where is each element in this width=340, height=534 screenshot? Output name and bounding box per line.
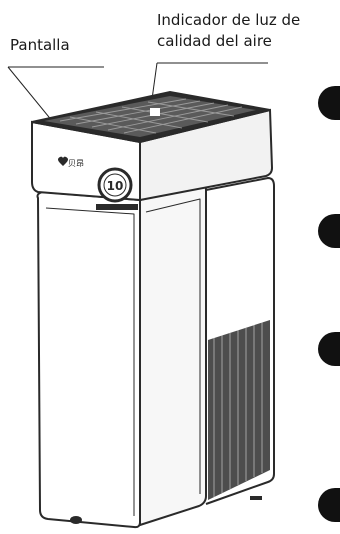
control-display: 10 [99,169,131,201]
side-air-grille [208,320,270,500]
top-center-badge [150,108,160,116]
purifier-body-front [38,192,141,527]
brand-text: 贝昂 [68,159,84,168]
display-value: 10 [107,179,124,193]
rear-label-mark [250,496,262,500]
air-quality-light-strip [96,204,138,210]
purifier-body-side [140,186,206,526]
front-foot [70,516,82,524]
